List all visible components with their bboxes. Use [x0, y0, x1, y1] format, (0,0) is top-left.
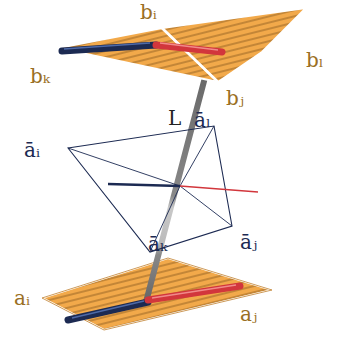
point-label: L: [168, 108, 181, 128]
line-L: [146, 66, 208, 302]
top-tubes: [62, 43, 222, 52]
point-label: aᵢ: [14, 288, 30, 308]
point-label: āₗ: [194, 110, 211, 130]
point-label: bᵢ: [140, 2, 157, 22]
point-label: āₖ: [148, 234, 167, 254]
point-label: āᵢ: [24, 140, 40, 160]
bottom-tubes: [68, 285, 240, 320]
top-plate: [58, 8, 306, 82]
point-label: bₗ: [306, 50, 324, 70]
point-label: bⱼ: [226, 88, 244, 108]
point-label: bₖ: [30, 66, 50, 86]
point-label: aⱼ: [240, 304, 257, 324]
point-label: āⱼ: [240, 232, 257, 252]
